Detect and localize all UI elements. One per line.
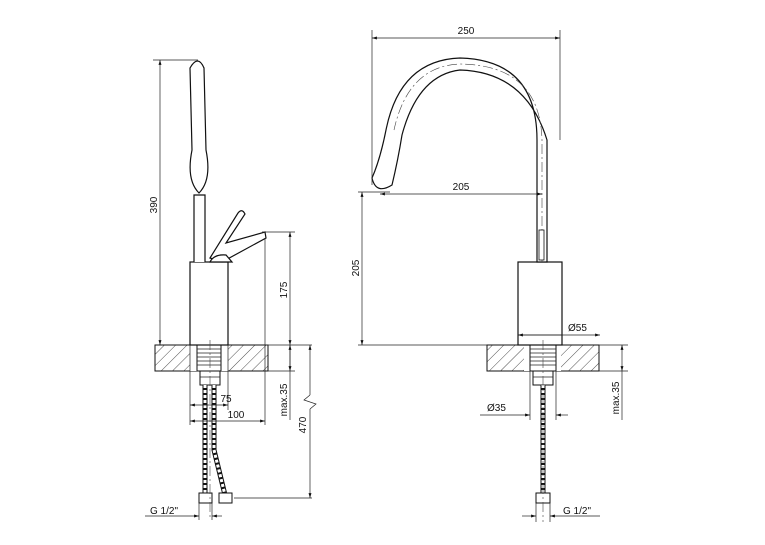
side-spout-tip (189, 60, 209, 194)
side-shank (196, 344, 222, 386)
side-column (193, 194, 206, 262)
front-gooseneck (371, 57, 548, 263)
side-height-label: 390 (149, 196, 160, 213)
side-handle-lever (209, 210, 267, 263)
side-hoses (198, 385, 233, 504)
spout-height-label: 205 (351, 259, 362, 276)
handle-offset-label: 75 (220, 394, 232, 405)
front-depth-label: max.35 (611, 381, 622, 414)
side-depth-label: max.35 (279, 383, 290, 416)
handle-height-label: 175 (279, 281, 290, 298)
handle-reach-label: 100 (228, 410, 245, 421)
side-thread-label: G 1/2" (150, 506, 178, 517)
body-diameter-label: Ø55 (568, 323, 587, 334)
front-width-label: 250 (458, 26, 475, 37)
front-body (517, 261, 563, 346)
hose-length-label: 470 (298, 416, 309, 433)
side-body (189, 261, 229, 346)
hole-diameter-label: Ø35 (487, 403, 506, 414)
spout-reach-label: 205 (453, 182, 470, 193)
front-view: 250 205 205 Ø55 Ø35 max.35 G 1/2" (351, 26, 628, 522)
side-view: 390 175 max.35 470 75 100 G 1/2" (145, 59, 317, 520)
front-thread-label: G 1/2" (563, 506, 591, 517)
front-aerator (538, 229, 545, 261)
side-handle-base (209, 254, 234, 263)
